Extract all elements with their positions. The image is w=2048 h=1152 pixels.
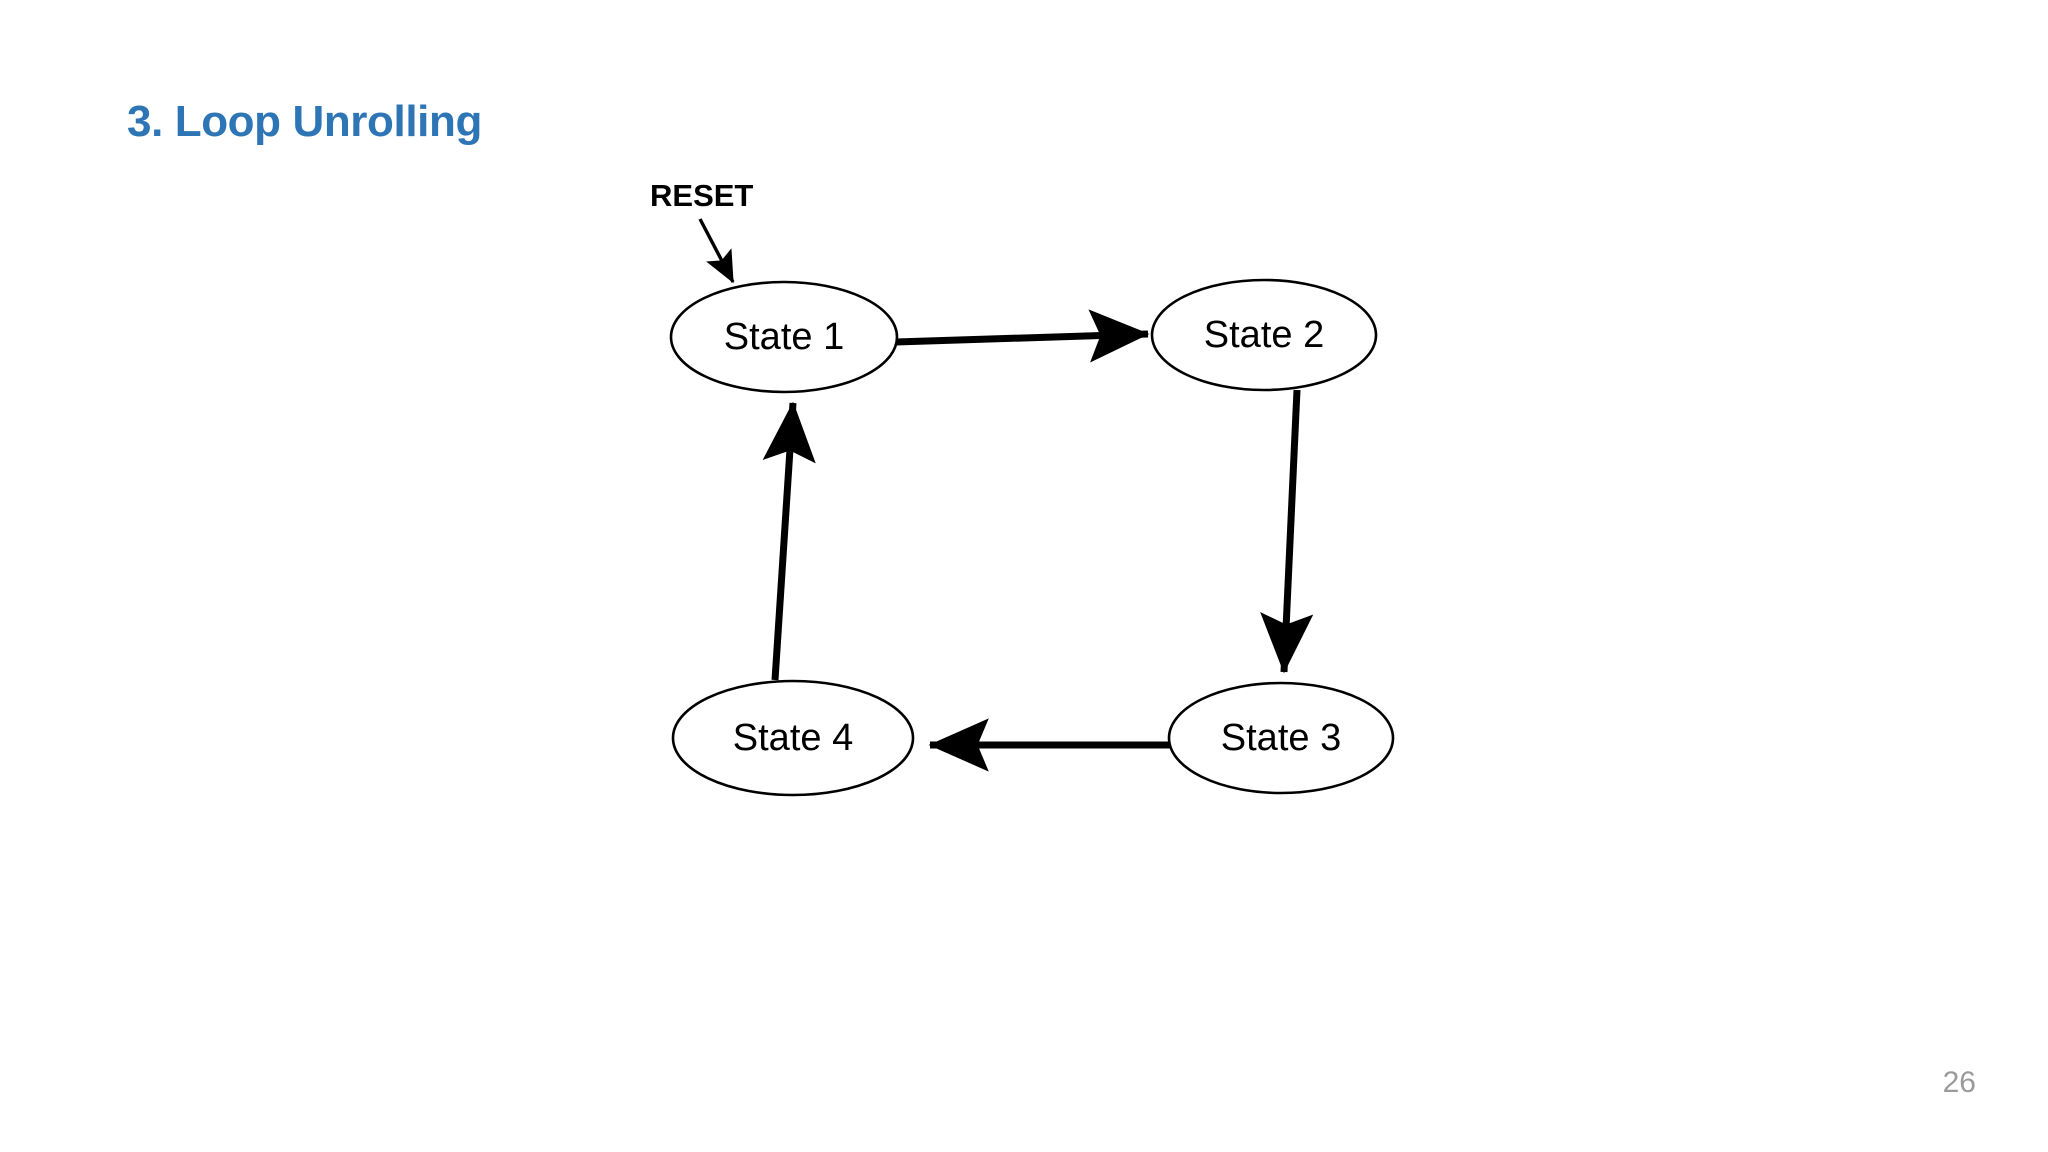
state-ellipse[interactable] — [1167, 681, 1395, 795]
node-state4[interactable]: State 4 — [671, 679, 915, 797]
state-label: State 1 — [724, 316, 844, 358]
state-ellipse[interactable] — [1150, 278, 1378, 392]
edge-state4-to-state1 — [762, 401, 816, 681]
reset-label: RESET — [650, 178, 753, 213]
state-ellipse[interactable] — [671, 679, 915, 797]
node-state3[interactable]: State 3 — [1167, 681, 1395, 795]
page-title: 3. Loop Unrolling — [127, 97, 482, 146]
state-label: State 2 — [1204, 314, 1324, 356]
state-ellipse[interactable] — [669, 280, 899, 394]
state-label: State 4 — [733, 717, 853, 759]
state-label: State 3 — [1221, 717, 1341, 759]
edge-group — [698, 218, 1314, 772]
edge-state2-to-state3 — [1260, 389, 1314, 674]
page-number: 26 — [1942, 1066, 1976, 1099]
edge-reset-to-state1 — [698, 218, 735, 284]
node-state2[interactable]: State 2 — [1150, 278, 1378, 392]
edge-state1-to-state2 — [895, 309, 1150, 363]
node-state1[interactable]: State 1 — [669, 280, 899, 394]
